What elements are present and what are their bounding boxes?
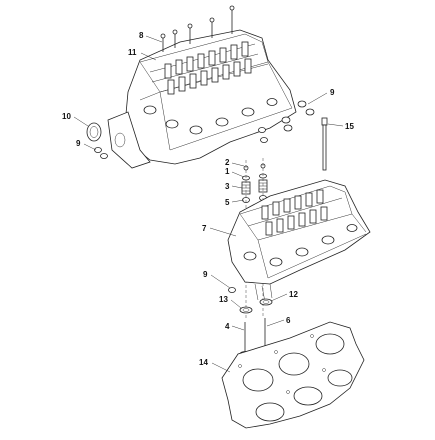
- lower-valve-springs: [261, 189, 328, 236]
- o-ring-9-lower: [228, 287, 236, 293]
- upper-cylinder-head-assembly: [86, 5, 315, 169]
- valve-stem-seals: [239, 298, 273, 314]
- upper-head-bolts: [160, 5, 235, 52]
- callout-11: 11: [128, 48, 137, 57]
- callout-3: 3: [225, 182, 230, 191]
- callout-5: 5: [225, 198, 230, 207]
- callout-14: 14: [199, 358, 208, 367]
- callout-13: 13: [219, 295, 228, 304]
- callout-2: 2: [225, 158, 230, 167]
- callout-4: 4: [225, 322, 230, 331]
- callout-12: 12: [289, 290, 298, 299]
- callout-9: 9: [330, 88, 335, 97]
- upper-valve-springs: [164, 41, 252, 95]
- callout-8: 8: [139, 31, 144, 40]
- leader-lines: [73, 35, 344, 373]
- seal-ring-10: [86, 122, 102, 142]
- callout-10: 10: [62, 112, 71, 121]
- callout-15: 15: [345, 122, 354, 131]
- callout-7: 7: [202, 224, 207, 233]
- callout-6: 6: [286, 316, 291, 325]
- head-gasket-14: [221, 321, 365, 429]
- callout-labels: 8 11 10 9 9 15 2 1 3 5 7 9 13 12 4 6 14: [62, 31, 354, 367]
- callout-1: 1: [225, 167, 230, 176]
- lower-cylinder-head: [227, 179, 371, 303]
- head-bolt-15: [321, 117, 328, 171]
- callout-9: 9: [203, 270, 208, 279]
- callout-9: 9: [76, 139, 81, 148]
